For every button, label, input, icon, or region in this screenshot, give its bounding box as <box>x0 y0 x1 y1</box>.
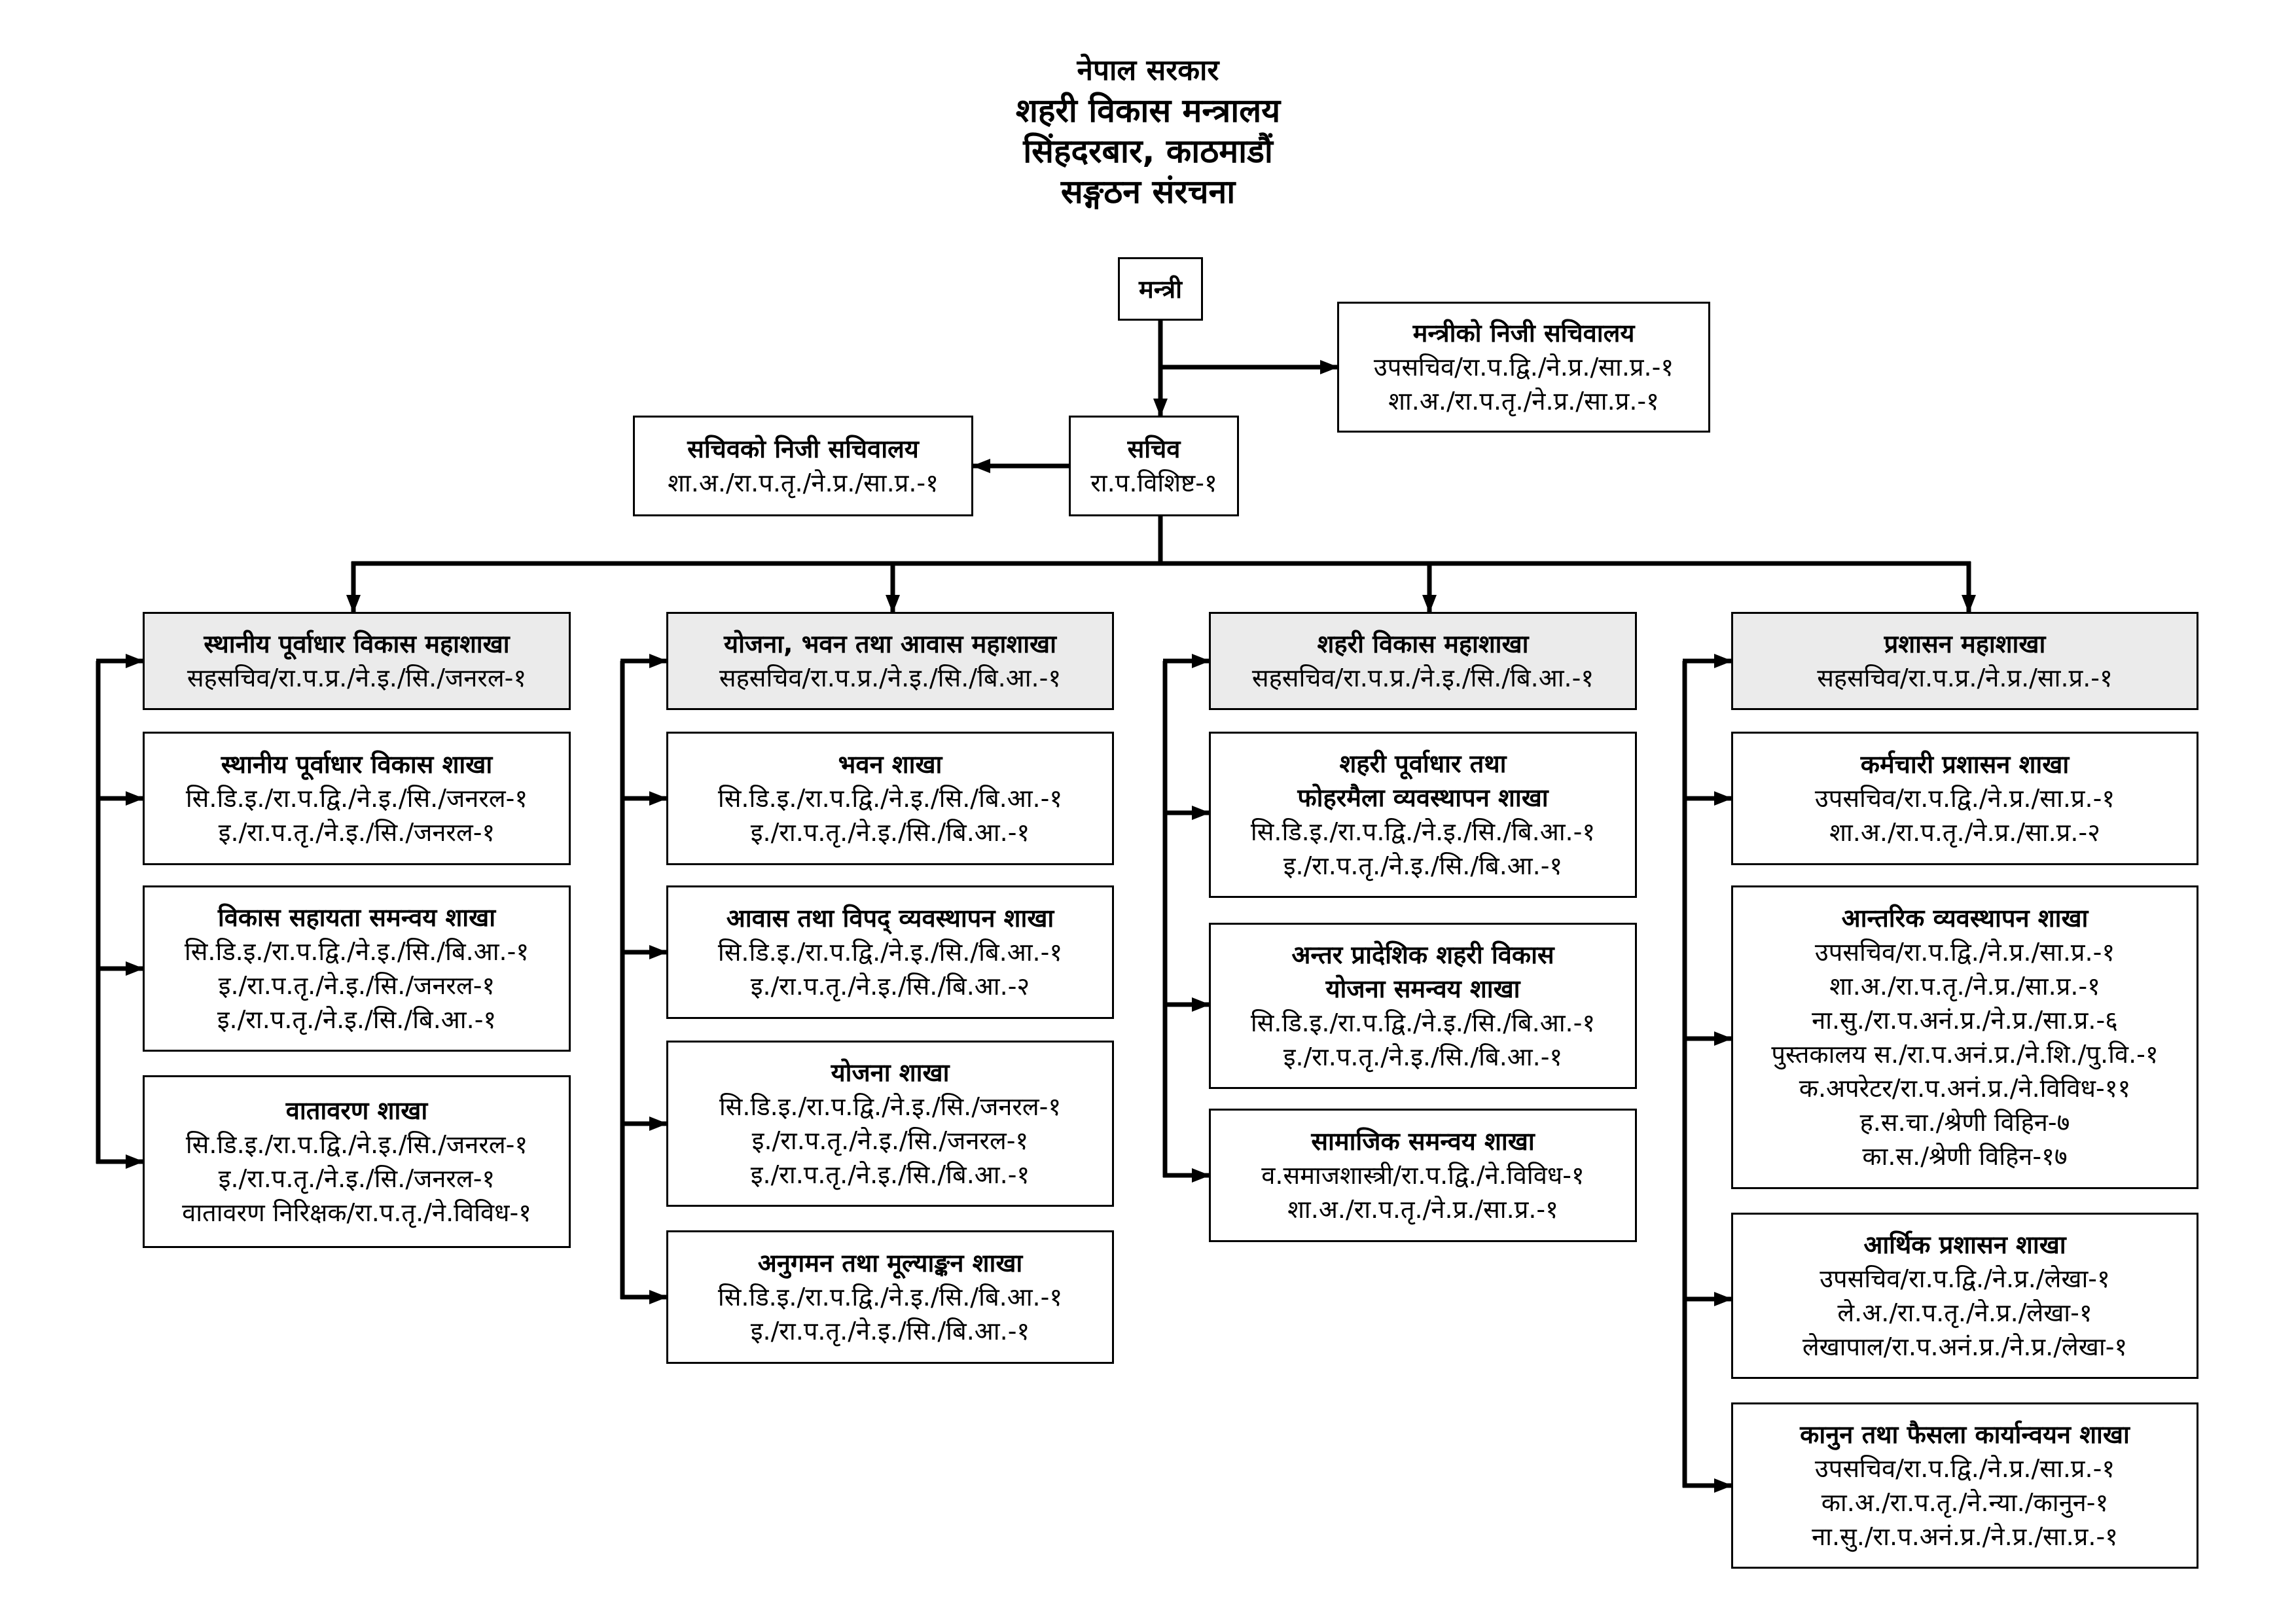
staff-line: ना.सु./रा.प.अनं.प्र./ने.प्र./सा.प्र.-१ <box>1812 1522 2118 1551</box>
section-financial-administration: आर्थिक प्रशासन शाखा उपसचिव/रा.प.द्वि./ने… <box>1731 1213 2198 1379</box>
chart-header: नेपाल सरकार शहरी विकास मन्त्रालय सिंहदरब… <box>821 51 1475 212</box>
staff-line: सि.डि.इ./रा.प.द्वि./ने.इ./सि./जनरल-१ <box>719 1092 1062 1121</box>
staff-line: शा.अ./रा.प.तृ./ने.प्र./सा.प्र.-१ <box>668 469 939 497</box>
division-title: प्रशासन महाशाखा <box>1884 630 2046 658</box>
staff-line: सहसचिव/रा.प.प्र./ने.इ./सि./जनरल-१ <box>187 664 527 692</box>
staff-line: सि.डि.इ./रा.प.द्वि./ने.इ./सि./बि.आ.-१ <box>184 937 529 966</box>
section-housing-disaster: आवास तथा विपद् व्यवस्थापन शाखा सि.डि.इ./… <box>666 885 1114 1019</box>
secretary-title: सचिव <box>1127 435 1181 463</box>
staff-line: उपसचिव/रा.प.द्वि./ने.प्र./सा.प्र.-१ <box>1814 784 2115 813</box>
staff-line: रा.प.विशिष्ट-१ <box>1090 469 1217 497</box>
section-title: कानुन तथा फैसला कार्यान्वयन शाखा <box>1800 1420 2130 1449</box>
section-title: विकास सहायता समन्वय शाखा <box>217 903 496 932</box>
staff-line: इ./रा.प.तृ./ने.इ./सि./जनरल-१ <box>218 1164 495 1193</box>
section-personnel-administration: कर्मचारी प्रशासन शाखा उपसचिव/रा.प.द्वि./… <box>1731 732 2198 865</box>
section-title: आवास तथा विपद् व्यवस्थापन शाखा <box>726 904 1054 933</box>
secretary-office-box: सचिवको निजी सचिवालय शा.अ./रा.प.तृ./ने.प्… <box>633 416 973 516</box>
staff-line: शा.अ./रा.प.तृ./ने.प्र./सा.प्र.-१ <box>1388 387 1659 416</box>
section-title: स्थानीय पूर्वाधार विकास शाखा <box>221 750 493 779</box>
staff-line: इ./रा.प.तृ./ने.इ./सि./बि.आ.-१ <box>750 1160 1030 1189</box>
staff-line: सि.डि.इ./रा.प.द्वि./ने.इ./सि./बि.आ.-१ <box>1250 1008 1596 1037</box>
staff-line: इ./रा.प.तृ./ने.इ./सि./जनरल-१ <box>218 818 495 847</box>
staff-line: सहसचिव/रा.प.प्र./ने.प्र./सा.प्र.-१ <box>1817 664 2113 692</box>
section-environment: वातावरण शाखा सि.डि.इ./रा.प.द्वि./ने.इ./स… <box>143 1075 571 1248</box>
staff-line: इ./रा.प.तृ./ने.इ./सि./बि.आ.-१ <box>217 1005 497 1034</box>
staff-line: शा.अ./रा.प.तृ./ने.प्र./सा.प्र.-१ <box>1287 1195 1558 1224</box>
staff-line: शा.अ./रा.प.तृ./ने.प्र./सा.प्र.-१ <box>1829 972 2100 1001</box>
division-title: शहरी विकास महाशाखा <box>1317 630 1529 658</box>
staff-line: का.अ./रा.प.तृ./ने.न्या./कानुन-१ <box>1821 1488 2109 1517</box>
minister-title: मन्त्री <box>1139 274 1182 304</box>
section-social-coordination: सामाजिक समन्वय शाखा व.समाजशास्त्री/रा.प.… <box>1209 1109 1637 1242</box>
section-title: कर्मचारी प्रशासन शाखा <box>1860 750 2070 779</box>
division-local-infrastructure: स्थानीय पूर्वाधार विकास महाशाखा सहसचिव/र… <box>143 612 571 710</box>
division-title: स्थानीय पूर्वाधार विकास महाशाखा <box>204 630 510 658</box>
division-administration: प्रशासन महाशाखा सहसचिव/रा.प.प्र./ने.प्र.… <box>1731 612 2198 710</box>
staff-line: पुस्तकालय स./रा.प.अनं.प्र./ने.शि./पु.वि.… <box>1771 1040 2159 1069</box>
staff-line: उपसचिव/रा.प.द्वि./ने.प्र./लेखा-१ <box>1820 1264 2110 1293</box>
section-title: अन्तर प्रादेशिक शहरी विकास <box>1291 940 1554 969</box>
staff-line: वातावरण निरिक्षक/रा.प.तृ./ने.विविध-१ <box>182 1198 531 1227</box>
division-urban-development: शहरी विकास महाशाखा सहसचिव/रा.प.प्र./ने.इ… <box>1209 612 1637 710</box>
section-building: भवन शाखा सि.डि.इ./रा.प.द्वि./ने.इ./सि./ब… <box>666 732 1114 865</box>
staff-line: उपसचिव/रा.प.द्वि./ने.प्र./सा.प्र.-१ <box>1814 1454 2115 1483</box>
government-name: नेपाल सरकार <box>1077 54 1219 87</box>
staff-line: ह.स.चा./श्रेणी विहिन-७ <box>1859 1108 2070 1137</box>
secretary-box: सचिव रा.प.विशिष्ट-१ <box>1069 416 1239 516</box>
section-internal-management: आन्तरिक व्यवस्थापन शाखा उपसचिव/रा.प.द्वि… <box>1731 885 2198 1189</box>
staff-line: ले.अ./रा.प.तृ./ने.प्र./लेखा-१ <box>1837 1298 2092 1327</box>
section-local-infrastructure: स्थानीय पूर्वाधार विकास शाखा सि.डि.इ./रा… <box>143 732 571 865</box>
staff-line: व.समाजशास्त्री/रा.प.द्वि./ने.विविध-१ <box>1261 1161 1585 1190</box>
section-development-aid: विकास सहायता समन्वय शाखा सि.डि.इ./रा.प.द… <box>143 885 571 1052</box>
section-urban-infrastructure-waste: शहरी पूर्वाधार तथा फोहरमैला व्यवस्थापन श… <box>1209 732 1637 898</box>
staff-line: इ./रा.प.तृ./ने.इ./सि./जनरल-१ <box>751 1126 1029 1155</box>
staff-line: सहसचिव/रा.प.प्र./ने.इ./सि./बि.आ.-१ <box>1251 664 1594 692</box>
staff-line: इ./रा.प.तृ./ने.इ./सि./बि.आ.-१ <box>750 1317 1030 1346</box>
section-law-verdict-execution: कानुन तथा फैसला कार्यान्वयन शाखा उपसचिव/… <box>1731 1402 2198 1569</box>
staff-line: इ./रा.प.तृ./ने.इ./सि./बि.आ.-१ <box>1283 1043 1563 1071</box>
section-title-line2: योजना समन्वय शाखा <box>1325 974 1520 1003</box>
staff-line: इ./रा.प.तृ./ने.इ./सि./बि.आ.-१ <box>750 818 1030 847</box>
secretary-office-title: सचिवको निजी सचिवालय <box>687 435 919 463</box>
minister-office-box: मन्त्रीको निजी सचिवालय उपसचिव/रा.प.द्वि.… <box>1337 302 1710 433</box>
section-title: शहरी पूर्वाधार तथा <box>1339 749 1507 778</box>
section-title: योजना शाखा <box>831 1058 950 1087</box>
staff-line: सि.डि.इ./रा.प.द्वि./ने.इ./सि./जनरल-१ <box>185 784 528 813</box>
section-interprovincial-urban-planning: अन्तर प्रादेशिक शहरी विकास योजना समन्वय … <box>1209 923 1637 1089</box>
document-title: सङ्गठन संरचना <box>1060 173 1236 211</box>
section-title-line2: फोहरमैला व्यवस्थापन शाखा <box>1297 783 1549 812</box>
staff-line: सहसचिव/रा.प.प्र./ने.इ./सि./बि.आ.-१ <box>719 664 1062 692</box>
ministry-name: शहरी विकास मन्त्रालय <box>1015 92 1281 130</box>
staff-line: लेखापाल/रा.प.अनं.प्र./ने.प्र./लेखा-१ <box>1802 1332 2128 1361</box>
ministry-location: सिंहदरबार, काठमाडौं <box>1023 132 1273 170</box>
staff-line: इ./रा.प.तृ./ने.इ./सि./जनरल-१ <box>218 971 495 1000</box>
section-title: आर्थिक प्रशासन शाखा <box>1863 1230 2066 1259</box>
staff-line: सि.डि.इ./रा.प.द्वि./ने.इ./सि./बि.आ.-१ <box>1250 817 1596 846</box>
staff-line: सि.डि.इ./रा.प.द्वि./ने.इ./सि./बि.आ.-१ <box>717 938 1063 967</box>
section-title: अनुगमन तथा मूल्याङ्कन शाखा <box>757 1249 1023 1277</box>
minister-office-title: मन्त्रीको निजी सचिवालय <box>1412 319 1635 348</box>
staff-line: इ./रा.प.तृ./ने.इ./सि./बि.आ.-१ <box>1283 851 1563 880</box>
section-monitoring-evaluation: अनुगमन तथा मूल्याङ्कन शाखा सि.डि.इ./रा.प… <box>666 1230 1114 1364</box>
staff-line: उपसचिव/रा.प.द्वि./ने.प्र./सा.प्र.-१ <box>1814 938 2115 967</box>
section-title: सामाजिक समन्वय शाखा <box>1311 1127 1535 1156</box>
section-title: आन्तरिक व्यवस्थापन शाखा <box>1841 904 2089 933</box>
staff-line: सि.डि.इ./रा.प.द्वि./ने.इ./सि./बि.आ.-१ <box>717 784 1063 813</box>
minister-box: मन्त्री <box>1118 257 1203 321</box>
staff-line: ना.सु./रा.प.अनं.प्र./ने.प्र./सा.प्र.-६ <box>1812 1006 2118 1035</box>
division-title: योजना, भवन तथा आवास महाशाखा <box>724 630 1056 658</box>
staff-line: सि.डि.इ./रा.प.द्वि./ने.इ./सि./बि.आ.-१ <box>717 1283 1063 1311</box>
section-title: भवन शाखा <box>838 750 942 779</box>
staff-line: इ./रा.प.तृ./ने.इ./सि./बि.आ.-२ <box>750 972 1030 1001</box>
staff-line: क.अपरेटर/रा.प.अनं.प्र./ने.विविध-११ <box>1799 1074 2131 1103</box>
staff-line: उपसचिव/रा.प.द्वि./ने.प्र./सा.प्र.-१ <box>1373 353 1674 382</box>
section-title: वातावरण शाखा <box>285 1096 428 1125</box>
staff-line: सि.डि.इ./रा.प.द्वि./ने.इ./सि./जनरल-१ <box>185 1130 528 1159</box>
staff-line: शा.अ./रा.प.तृ./ने.प्र./सा.प्र.-२ <box>1829 818 2100 847</box>
division-planning-building-housing: योजना, भवन तथा आवास महाशाखा सहसचिव/रा.प.… <box>666 612 1114 710</box>
section-planning: योजना शाखा सि.डि.इ./रा.प.द्वि./ने.इ./सि.… <box>666 1041 1114 1207</box>
staff-line: का.स./श्रेणी विहिन-१७ <box>1862 1142 2068 1171</box>
